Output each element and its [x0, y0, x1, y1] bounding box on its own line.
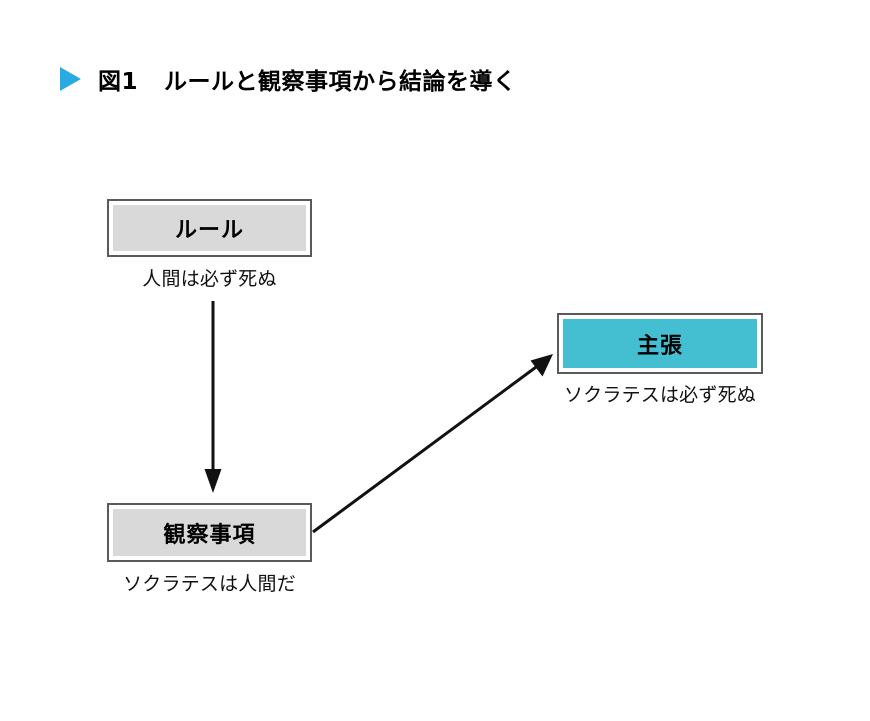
node-rule-box: ルール: [107, 199, 312, 257]
node-claim-label: 主張: [636, 333, 683, 359]
node-observation-box: 観察事項: [107, 503, 312, 562]
node-rule-label: ルール: [174, 218, 244, 243]
node-rule-caption: 人間は必ず死ぬ: [142, 268, 277, 290]
arrow-rule-to-observation: [204, 301, 222, 493]
node-claim-box: 主張: [557, 313, 763, 374]
node-claim-fill: 主張: [563, 319, 757, 368]
node-claim: 主張 ソクラテスは必ず死ぬ: [557, 313, 763, 407]
figure-number: 図1: [98, 69, 139, 95]
node-claim-caption: ソクラテスは必ず死ぬ: [563, 384, 756, 406]
figure-title: 図1 ルールと観察事項から結論を導く: [60, 62, 517, 96]
node-observation: 観察事項 ソクラテスは人間だ: [107, 503, 312, 596]
node-observation-caption: ソクラテスは人間だ: [123, 573, 296, 595]
triangle-right-icon: [60, 67, 81, 91]
node-rule: ルール 人間は必ず死ぬ: [107, 199, 312, 291]
node-rule-fill: ルール: [113, 205, 306, 251]
arrow-observation-to-claim: [312, 354, 553, 534]
figure-title-text: ルールと観察事項から結論を導く: [164, 69, 517, 95]
node-observation-fill: 観察事項: [113, 509, 306, 556]
node-observation-label: 観察事項: [163, 522, 256, 548]
